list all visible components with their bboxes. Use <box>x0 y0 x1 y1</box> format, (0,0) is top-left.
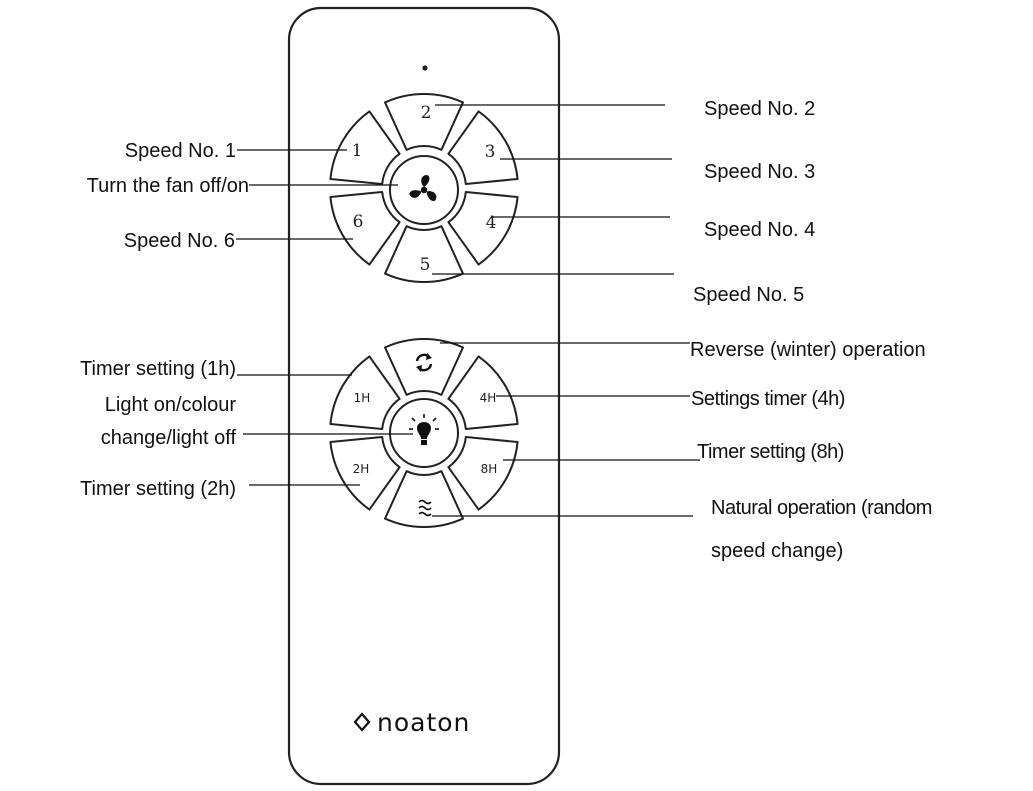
label-speed-2: Speed No. 2 <box>704 98 815 120</box>
label-speed-5: Speed No. 5 <box>693 284 804 306</box>
speed-3-button-label[interactable]: 3 <box>485 142 496 162</box>
timer-1h-button-label[interactable]: 1H <box>354 391 371 405</box>
light-button[interactable] <box>389 398 459 468</box>
fan-power-button[interactable] <box>389 155 459 225</box>
label-timer-1h: Timer setting (1h) <box>80 358 236 380</box>
timer-2h-button[interactable] <box>329 436 401 511</box>
speed-1-button-label[interactable]: 1 <box>352 141 363 161</box>
speed-button-ring <box>329 93 519 283</box>
label-speed-6: Speed No. 6 <box>124 230 235 252</box>
speed-1-button[interactable] <box>329 110 401 185</box>
label-timer-2h: Timer setting (2h) <box>80 478 236 500</box>
speed-2-button-label[interactable]: 2 <box>421 103 432 123</box>
fan-icon <box>409 175 437 202</box>
label-timer-4h: Settings timer (4h) <box>691 388 845 410</box>
label-speed-4: Speed No. 4 <box>704 219 815 241</box>
speed-5-button[interactable] <box>384 225 464 283</box>
diamond-outline-icon <box>353 712 371 732</box>
leader-lines <box>236 104 700 517</box>
natural-mode-button-segment[interactable] <box>384 470 464 528</box>
label-speed-1: Speed No. 1 <box>125 140 236 162</box>
speed-4-button-label[interactable]: 4 <box>486 213 497 233</box>
brand-name: noaton <box>377 708 470 737</box>
speed-4-button[interactable] <box>447 191 519 266</box>
speed-5-button-label[interactable]: 5 <box>420 255 431 275</box>
label-fan-toggle: Turn the fan off/on <box>87 175 249 197</box>
timer-8h-button-label[interactable]: 8H <box>481 462 498 476</box>
speed-3-button[interactable] <box>447 110 519 185</box>
timer-4h-button[interactable] <box>447 355 519 430</box>
ir-led-dot <box>422 65 428 71</box>
natural-mode-button[interactable] <box>418 499 432 517</box>
timer-8h-button[interactable] <box>447 436 519 511</box>
label-natural-line1: Natural operation (random <box>711 497 932 519</box>
label-reverse: Reverse (winter) operation <box>690 339 926 361</box>
speed-6-button-label[interactable]: 6 <box>353 212 364 232</box>
wave-icon <box>418 499 432 517</box>
label-natural-line2: speed change) <box>711 540 843 562</box>
reverse-button-segment[interactable] <box>384 338 464 396</box>
label-light-line1: Light on/colour <box>105 394 237 416</box>
timer-2h-button-label[interactable]: 2H <box>353 462 370 476</box>
speed-6-button[interactable] <box>329 191 401 266</box>
brand-logo: noaton <box>353 708 470 737</box>
function-button-ring <box>329 338 519 528</box>
light-bulb-icon <box>409 414 439 445</box>
reverse-button[interactable] <box>415 353 433 372</box>
label-timer-8h: Timer setting (8h) <box>697 441 844 463</box>
timer-4h-button-label[interactable]: 4H <box>480 391 497 405</box>
label-light-line2: change/light off <box>101 427 237 449</box>
reverse-icon <box>415 353 433 372</box>
speed-2-button[interactable] <box>384 93 464 151</box>
label-speed-3: Speed No. 3 <box>704 161 815 183</box>
timer-1h-button[interactable] <box>329 355 401 430</box>
